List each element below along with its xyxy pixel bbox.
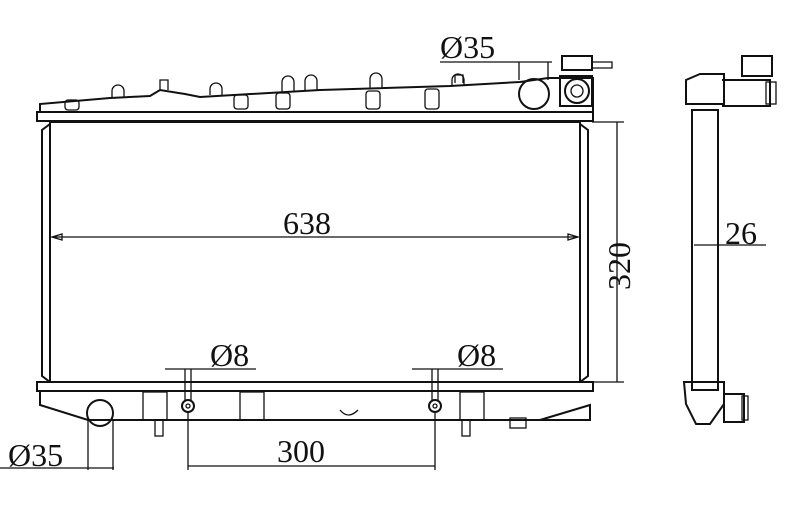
mount-bolts — [181, 399, 442, 413]
right-side-tank — [579, 123, 589, 383]
top-inlet-diameter-label: Ø35 — [440, 29, 495, 65]
bottom-header-plate — [36, 381, 594, 392]
core-height-label: 320 — [601, 242, 637, 290]
filler-neck — [559, 55, 613, 107]
radiator-core — [49, 121, 581, 383]
radiator-side-view — [682, 55, 777, 425]
top-tank-tabs — [64, 72, 465, 111]
mount-spacing-label: 300 — [277, 433, 325, 469]
left-mount-diameter-label: Ø8 — [210, 337, 249, 373]
bottom-outlet-diameter-label: Ø35 — [8, 437, 63, 473]
left-side-tank — [41, 123, 51, 383]
core-width-label: 638 — [283, 205, 331, 241]
bottom-outlet-pipe — [86, 399, 114, 427]
top-inlet-pipe — [518, 78, 550, 110]
bottom-tank — [39, 391, 591, 421]
bottom-brackets — [142, 391, 527, 437]
top-header-plate — [36, 111, 594, 122]
right-mount-diameter-label: Ø8 — [457, 337, 496, 373]
core-thickness-label: 26 — [725, 215, 757, 251]
